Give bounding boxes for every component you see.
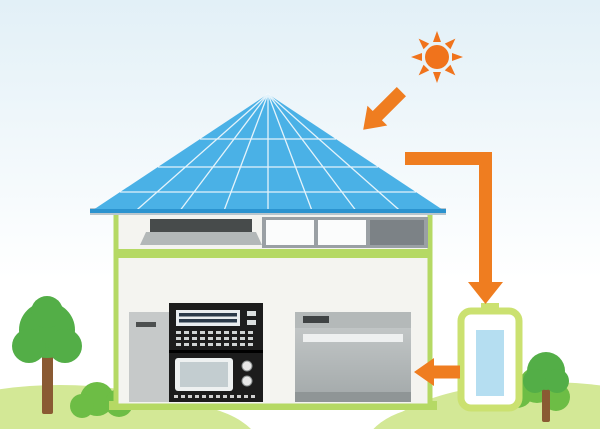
stack-side-button-2: [247, 320, 256, 325]
window-pane-1: [266, 220, 314, 245]
microwave-knob-1: [241, 360, 253, 372]
sun-rays: [411, 31, 463, 83]
arrow-sun-to-panel: [363, 87, 406, 130]
stack-bottom-dots: [174, 395, 255, 398]
right-tree: [523, 352, 569, 422]
storage-battery: [457, 303, 523, 412]
left-tree-canopy: [12, 296, 82, 363]
dishwasher-handle-slot: [303, 334, 403, 342]
range-hood: [140, 219, 262, 245]
range-hood-body: [140, 232, 262, 245]
window-pane-2: [318, 220, 366, 245]
stack-display-band-2: [179, 319, 237, 323]
sun-core: [425, 45, 449, 69]
upper-windows: [262, 217, 428, 248]
battery-cell: [476, 330, 504, 396]
right-tree-canopy: [523, 352, 569, 393]
dishwasher: [295, 312, 411, 402]
stack-display-band-1: [179, 313, 237, 317]
microwave-screen: [180, 362, 228, 387]
dishwasher-kick-plate: [295, 392, 411, 402]
oven-microwave-stack: [169, 303, 263, 402]
stack-button-grid: [176, 331, 253, 346]
arrow-battery-to-house: [414, 358, 460, 386]
left-tree-trunk: [42, 350, 53, 414]
stack-divider: [169, 350, 263, 353]
range-hood-top: [150, 219, 252, 232]
energy-flow-arrows: [363, 87, 503, 386]
arrow-panel-to-battery: [405, 152, 503, 304]
dishwasher-control-slot: [303, 316, 329, 323]
window-pane-3: [370, 220, 424, 245]
appliances: [129, 303, 411, 402]
solar-grid-lines: [120, 93, 416, 213]
stack-display: [176, 310, 240, 326]
solar-panel-roof: [90, 93, 446, 213]
left-tree: [12, 296, 82, 414]
house: [109, 209, 437, 410]
microwave-knob-2: [241, 375, 253, 387]
right-tree-trunk: [542, 384, 550, 422]
side-cabinet-handle: [136, 322, 156, 327]
sun-icon: [411, 31, 463, 83]
stack-side-button-1: [247, 311, 256, 316]
floor-divider-band: [116, 249, 430, 258]
